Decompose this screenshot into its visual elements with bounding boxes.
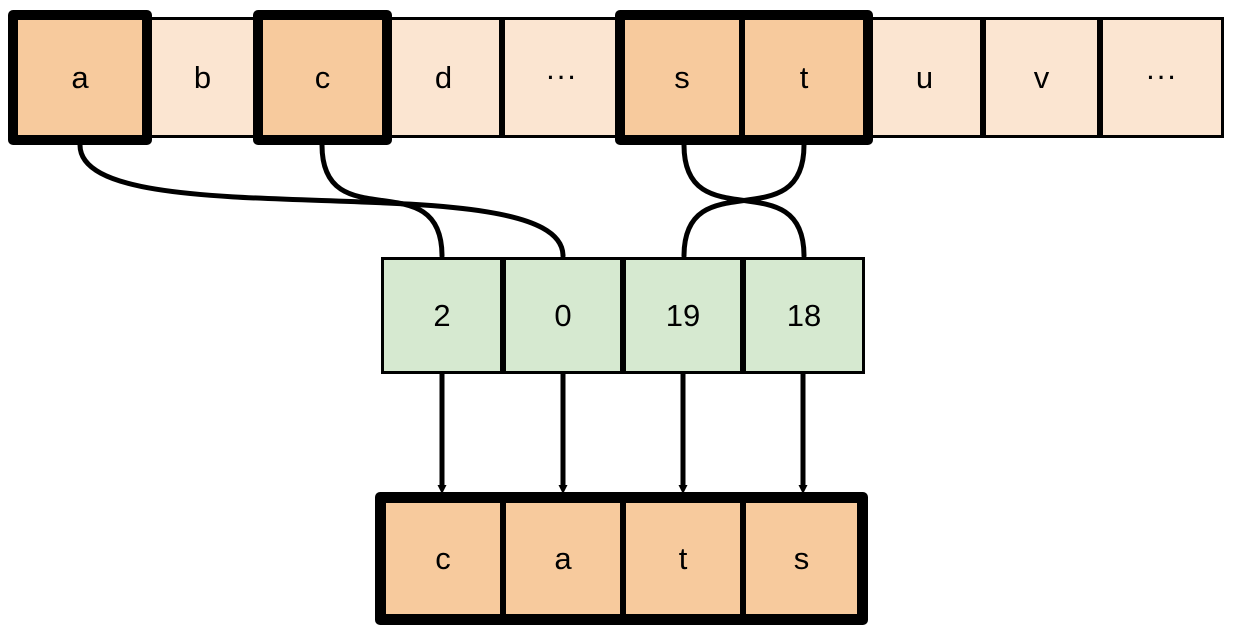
alphabet-cell-label: u [915,60,934,95]
selection-group-a [8,10,152,145]
alphabet-cell-d: d [385,17,502,138]
output-cell-label: a [554,541,572,576]
curve-t-to-index-19 [681,142,807,259]
alphabet-cell-ellipsis-4: ... [502,17,622,138]
alphabet-cell-b: b [145,17,260,138]
output-cell-label: c [435,541,451,576]
selection-group-st [615,10,873,145]
index-cell-19: 19 [623,257,743,374]
index-cell-value: 19 [665,298,701,333]
alphabet-cell-label: ... [546,51,578,86]
output-cell-3: s [743,500,860,617]
alphabet-cell-label: d [434,60,453,95]
alphabet-cell-label: v [1033,60,1050,95]
output-cell-label: t [678,541,688,576]
curve-s-to-index-18 [681,142,807,259]
alphabet-cell-v: v [983,17,1100,138]
alphabet-cell-label: b [193,60,212,95]
output-cell-2: t [623,500,743,617]
curve-c-to-index-2 [319,142,445,259]
output-cell-0: c [383,500,503,617]
index-cell-18: 18 [743,257,865,374]
alphabet-cell-label: s [674,60,690,95]
index-cell-0: 0 [503,257,623,374]
alphabet-cell-u: u [866,17,983,138]
alphabet-cell-label: ... [1146,51,1178,86]
alphabet-cell-c: c [260,17,385,138]
alphabet-cell-label: t [799,60,809,95]
output-cell-label: s [793,541,810,576]
alphabet-cell-label: a [71,60,89,95]
alphabet-cell-label: c [314,60,331,95]
output-strip-outline [375,492,868,625]
selection-group-c [253,10,392,145]
alphabet-cell-s: s [622,17,742,138]
index-cell-2: 2 [381,257,503,374]
output-cell-1: a [503,500,623,617]
alphabet-cell-ellipsis-9: ... [1100,17,1224,138]
index-cell-value: 0 [554,298,572,333]
curve-a-to-index-0 [77,142,566,259]
index-cell-value: 2 [433,298,451,333]
index-cell-value: 18 [786,298,822,333]
